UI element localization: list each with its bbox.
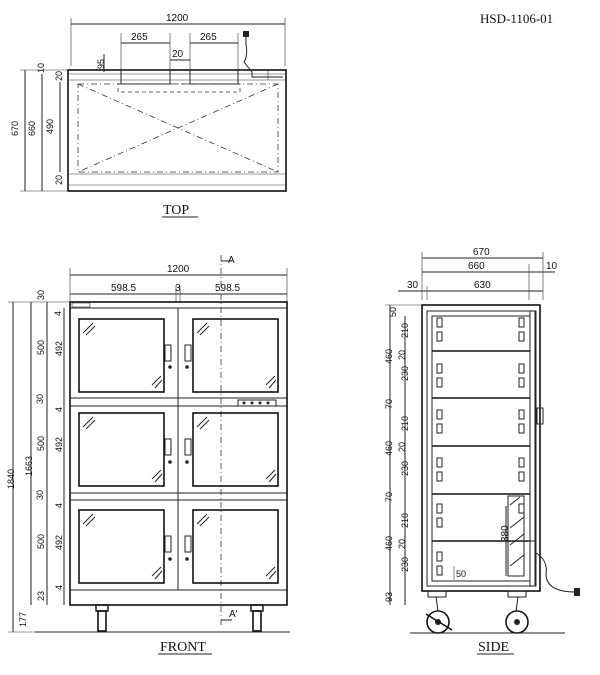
front-top-rail-dim: 30 <box>36 290 46 300</box>
side-shelf-lower-dim-3: 230 <box>400 557 410 572</box>
caster-icon <box>95 604 109 612</box>
section-marker-a-prime: A' <box>229 609 238 620</box>
side-shelf-upper-dim-2: 210 <box>400 416 410 431</box>
front-door-outer-dim-1: 500 <box>36 340 46 355</box>
door-handle-icon <box>164 438 172 456</box>
door-handle-icon <box>184 535 192 553</box>
side-view-label: SIDE <box>478 640 509 655</box>
door-handle-icon <box>184 438 192 456</box>
top-body-outline <box>67 69 287 192</box>
side-tier-height-dim-1: 460 <box>384 349 394 364</box>
front-door-gap-dim-3: 4 <box>54 503 64 508</box>
side-view: 670 660 10 30 630 <box>384 247 580 655</box>
door-window-left-1 <box>78 318 165 393</box>
power-cable-icon <box>243 33 283 78</box>
side-shelf-upper-dim-3: 210 <box>400 513 410 528</box>
controller-panel <box>237 399 277 407</box>
front-door-outer-dim-2: 500 <box>36 436 46 451</box>
side-rail-holes <box>436 317 525 576</box>
side-tier-height-dim-2: 460 <box>384 441 394 456</box>
side-door-thickness-dim: 10 <box>546 261 558 272</box>
top-front-lip-dim: 10 <box>36 63 46 73</box>
side-shelf-gap-dim-3: 20 <box>397 539 407 549</box>
side-caster-left <box>425 590 453 634</box>
top-hole-gap-dim: 20 <box>172 49 184 60</box>
front-door-inner-dim-2: 492 <box>54 437 64 452</box>
door-handle-icon <box>164 344 172 362</box>
front-door-gap-dim-1: 4 <box>53 311 63 316</box>
top-hole-offset-dim: 95 <box>96 59 106 69</box>
front-door-inner-dim-3: 492 <box>54 535 64 550</box>
front-cabinet-outline <box>69 301 288 606</box>
side-inner-depth-dim: 630 <box>474 280 491 291</box>
front-half-left-dim: 598.5 <box>111 283 136 294</box>
door-tier-1 <box>78 318 279 393</box>
side-divider-dim-2: 70 <box>384 492 394 502</box>
front-width-dim: 1200 <box>167 264 190 275</box>
door-handle-icon <box>164 535 172 553</box>
door-window-left-3 <box>78 509 165 584</box>
front-door-outer-dim-3: 500 <box>36 534 46 549</box>
top-depth-inner-dim: 490 <box>45 119 55 134</box>
side-shelf-gap-dim-2: 20 <box>397 442 407 452</box>
front-body-height-dim: 1663 <box>24 456 34 476</box>
side-lower-offset-dim: 50 <box>456 569 466 579</box>
top-view: 1200 265 265 20 95 67 <box>10 13 287 218</box>
top-hole-right-dim: 265 <box>200 32 217 43</box>
door-window-right-3 <box>192 509 279 584</box>
side-power-cable-icon <box>535 552 577 593</box>
front-view: 1200 598.5 3 598.5 A A' <box>6 255 290 655</box>
side-depth-total-dim: 670 <box>473 247 490 258</box>
top-depth-total-dim: 670 <box>10 121 20 136</box>
drawing-code: HSD-1106-01 <box>480 11 553 26</box>
side-cable-span-dim: 380 <box>500 525 511 542</box>
door-handle-icon <box>184 344 192 362</box>
side-depth-body-dim: 660 <box>468 261 485 272</box>
side-tier-height-dim-3: 460 <box>384 536 394 551</box>
side-caster-right <box>505 590 529 634</box>
side-shelf-upper-dim-1: 210 <box>400 323 410 338</box>
front-door-gap-dim-2: 4 <box>54 407 64 412</box>
side-plug-icon <box>574 588 580 596</box>
front-shelf-rail-dim-1: 30 <box>35 394 45 404</box>
front-leg-height-dim: 177 <box>18 612 28 627</box>
door-window-left-2 <box>78 412 165 487</box>
door-window-right-1 <box>192 318 279 393</box>
section-marker-a: A <box>228 255 235 266</box>
front-door-gap-dim-4: 4 <box>54 585 64 590</box>
top-edge-bottom-dim: 20 <box>54 175 64 185</box>
dehumidifier-unit <box>507 495 525 577</box>
front-shelf-rail-dim-2: 30 <box>35 490 45 500</box>
door-tier-2 <box>78 412 279 487</box>
front-door-inner-dim-1: 492 <box>54 341 64 356</box>
top-width-dim: 1200 <box>166 13 189 24</box>
side-shelf-lower-dim-2: 230 <box>400 461 410 476</box>
side-divider-dim-1: 70 <box>384 399 394 409</box>
top-hole-left-dim: 265 <box>131 32 148 43</box>
side-shelf-lower-dim-1: 230 <box>400 366 410 381</box>
front-view-label: FRONT <box>160 640 206 655</box>
side-shelf-gap-dim-1: 20 <box>397 350 407 360</box>
front-center-gap-dim: 3 <box>175 283 181 294</box>
plug-icon <box>243 31 249 37</box>
top-depth-body-dim: 660 <box>27 121 37 136</box>
side-back-offset-dim: 30 <box>407 280 419 291</box>
front-bottom-gap-dim: 23 <box>36 591 46 601</box>
door-tier-3 <box>78 509 279 584</box>
door-window-right-2 <box>192 412 279 487</box>
side-cabinet-outline <box>421 304 541 592</box>
front-overall-height-dim: 1840 <box>6 469 16 489</box>
top-view-label: TOP <box>163 203 189 218</box>
side-bottom-gap-dim: 93 <box>384 592 394 602</box>
caster-icon <box>250 604 264 612</box>
front-half-right-dim: 598.5 <box>215 283 240 294</box>
side-top-gap-dim: 50 <box>388 307 398 317</box>
top-edge-top-dim: 20 <box>54 71 64 81</box>
